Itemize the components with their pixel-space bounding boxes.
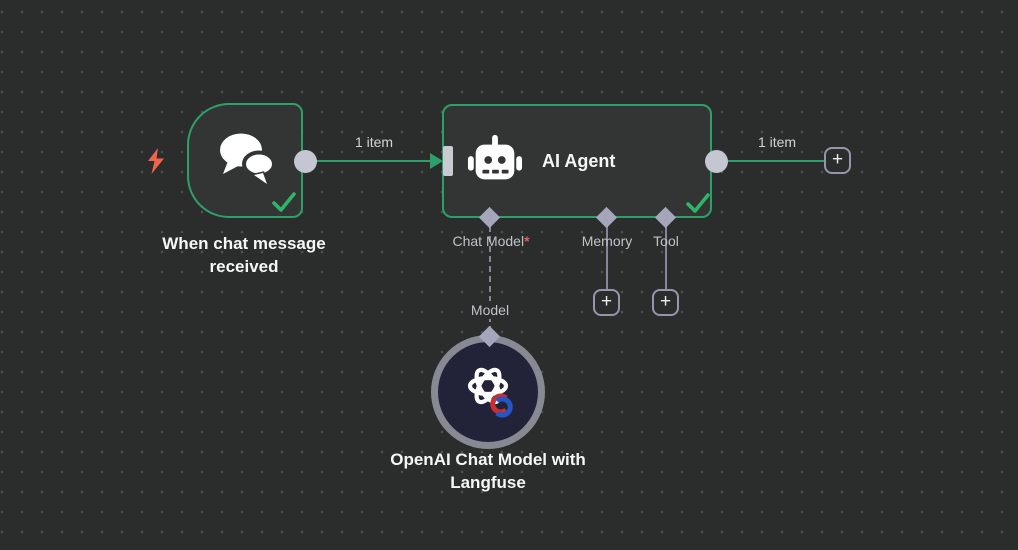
trigger-lightning-icon	[148, 148, 164, 174]
agent-success-checkmark-icon	[686, 193, 710, 213]
connection-trigger-to-agent[interactable]	[310, 160, 432, 162]
agent-main-input-port[interactable]	[443, 146, 453, 176]
tool-port-label: Tool	[653, 233, 679, 249]
model-node-label: OpenAI Chat Model with Langfuse	[390, 450, 586, 492]
node-openai-chat-model[interactable]	[431, 335, 545, 449]
connection-agent-to-model[interactable]	[489, 226, 491, 332]
connection-items-label: 1 item	[757, 134, 797, 150]
openai-logo-icon	[467, 367, 509, 405]
connection-items-label: 1 item	[354, 134, 394, 150]
model-connection-label: Model	[465, 301, 515, 319]
robot-icon	[467, 134, 523, 180]
trigger-node-label: When chat message received	[162, 234, 326, 276]
chat-model-port-text: Chat Model	[452, 233, 525, 249]
agent-node-title: AI Agent	[542, 150, 616, 171]
chat-model-port-label: Chat Model*	[452, 233, 529, 249]
trigger-output-endpoint[interactable]	[294, 150, 317, 173]
langfuse-logo-icon	[490, 393, 513, 418]
node-ai-agent[interactable]: AI Agent	[442, 104, 712, 218]
add-next-node-button[interactable]: +	[824, 147, 851, 174]
trigger-success-checkmark-icon	[272, 192, 296, 212]
add-tool-button[interactable]: +	[652, 289, 679, 316]
required-asterisk: *	[524, 233, 530, 249]
memory-port-label: Memory	[581, 233, 633, 249]
connection-arrowhead-icon	[430, 153, 443, 169]
add-memory-button[interactable]: +	[593, 289, 620, 316]
connection-agent-output[interactable]	[726, 160, 824, 162]
agent-output-endpoint[interactable]	[705, 150, 728, 173]
chat-bubbles-icon	[220, 133, 276, 187]
node-chat-trigger[interactable]	[187, 103, 303, 218]
tool-connection-stub	[665, 226, 667, 290]
memory-connection-stub	[606, 226, 608, 290]
